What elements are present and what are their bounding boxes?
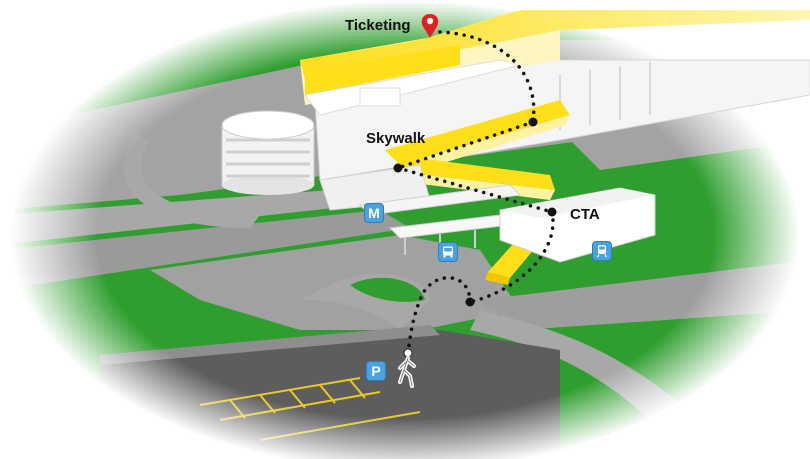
map-pin-icon bbox=[421, 14, 439, 38]
ticketing-label: Ticketing bbox=[345, 17, 411, 34]
skywalk-label: Skywalk bbox=[366, 130, 426, 147]
train-icon bbox=[592, 241, 612, 261]
route-stops bbox=[393, 117, 557, 307]
parking-garage bbox=[221, 110, 315, 195]
walking-route bbox=[396, 30, 555, 352]
pedestrian-icon bbox=[398, 348, 416, 388]
cta-label: CTA bbox=[570, 206, 600, 223]
metra-badge: M bbox=[364, 203, 384, 223]
parking-badge: P bbox=[366, 361, 386, 381]
bus-icon bbox=[438, 242, 458, 262]
